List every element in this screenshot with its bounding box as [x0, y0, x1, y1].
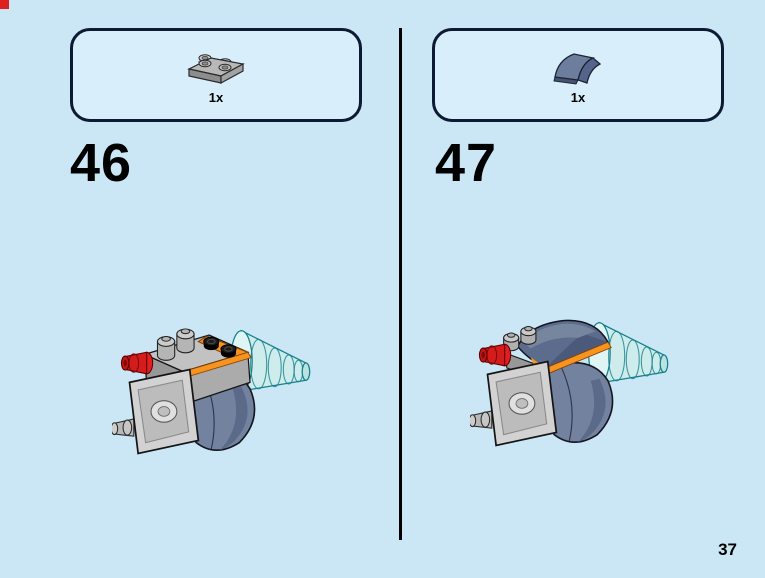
curved-slope-top-piece [516, 319, 610, 369]
curved-slope-piece [553, 53, 602, 85]
pin-plate-piece [112, 368, 200, 455]
page-number: 37 [718, 540, 737, 559]
pin-plate-piece [470, 360, 558, 447]
black-stud-pieces [203, 336, 237, 358]
curved-slope-sand-blue-icon [553, 53, 602, 85]
plate-1x2-piece [187, 54, 245, 85]
step-46-assembly-illustration [112, 328, 311, 455]
red-nozzle-piece [478, 343, 512, 367]
part-count-label: 1x [570, 90, 586, 105]
step-number-46: 46 [70, 133, 133, 193]
round-brick-pieces [503, 326, 537, 352]
step-46-parts-callout: 1x [70, 28, 362, 122]
step-47-parts-callout: 1x [432, 28, 724, 122]
part-count-label: 1x [208, 90, 224, 105]
round-brick-pieces [156, 328, 195, 361]
red-nozzle-piece [120, 351, 154, 375]
step-number-47: 47 [435, 133, 498, 193]
corner-marker [0, 0, 9, 9]
step-divider-line [399, 28, 402, 540]
step-47-assembly-illustration [470, 319, 669, 447]
plate-1x2-gray-icon [187, 54, 245, 85]
